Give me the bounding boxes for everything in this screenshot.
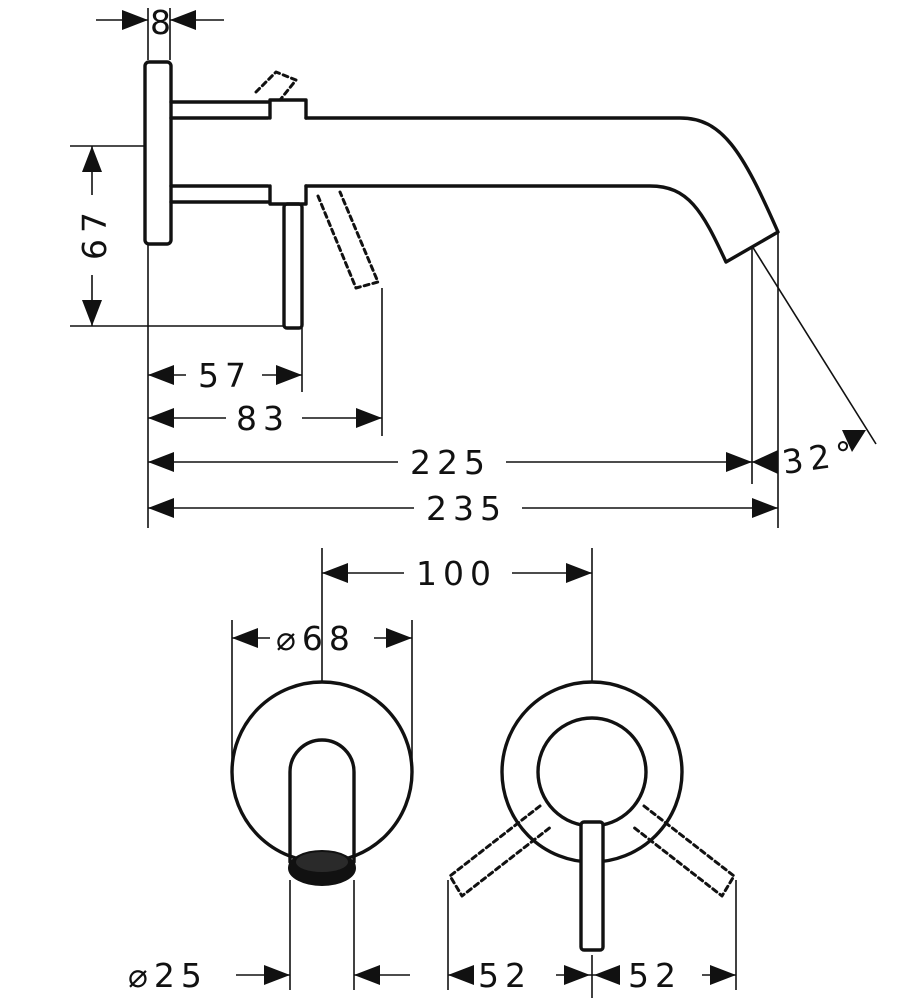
mixer-lever-front [579,820,605,952]
dim-52-left-label: 52 [478,956,532,995]
lever-alternate-bottom [316,190,380,290]
dim-lever-swing: 52 52 [448,955,736,998]
dim-100-label: 100 [416,554,497,593]
dim-plate-diameter: ⌀68 [232,619,412,658]
spout-plate [230,680,414,864]
dim-plate-thickness: 8 [96,3,224,60]
wall-plate [143,60,173,246]
dim-height: 67 [70,145,284,327]
dim-68-label: ⌀68 [276,619,356,658]
handle-lever [282,202,304,330]
dim-235-label: 235 [426,489,507,528]
lever-alternate-top [254,70,298,102]
lever-swing-left [448,804,554,898]
spout [304,116,780,264]
spout-body-front [288,738,356,864]
dim-52-right-label: 52 [628,956,682,995]
angle-reference-line [751,245,877,445]
dim-spout-diameter: ⌀25 [128,956,410,995]
dim-center-distance: 100 [322,554,592,593]
dim-57-label: 57 [198,356,252,395]
mixer-body-lower [169,184,270,204]
front-view-mixer [448,680,736,952]
dim-83-label: 83 [236,399,290,438]
side-view [143,60,877,445]
dim-225-label: 225 [410,443,491,482]
mixer-body-upper [169,100,270,120]
mixer-handle-hub [536,716,648,828]
dim-67-label: 67 [75,206,114,260]
valve-block [268,98,308,206]
front-view-spout [230,680,414,886]
lever-swing-right [630,804,736,898]
dim-total-length: 235 [148,489,778,528]
dim-25-label: ⌀25 [128,956,208,995]
dim-spout-length: 225 [148,443,752,482]
dim-32-label: 32° [780,433,861,482]
dim-spout-angle: 32° [752,430,866,482]
dim-lever-reach: 83 [148,399,382,438]
dim-handle-reach: 57 [148,356,302,395]
dim-8-label: 8 [150,3,177,42]
